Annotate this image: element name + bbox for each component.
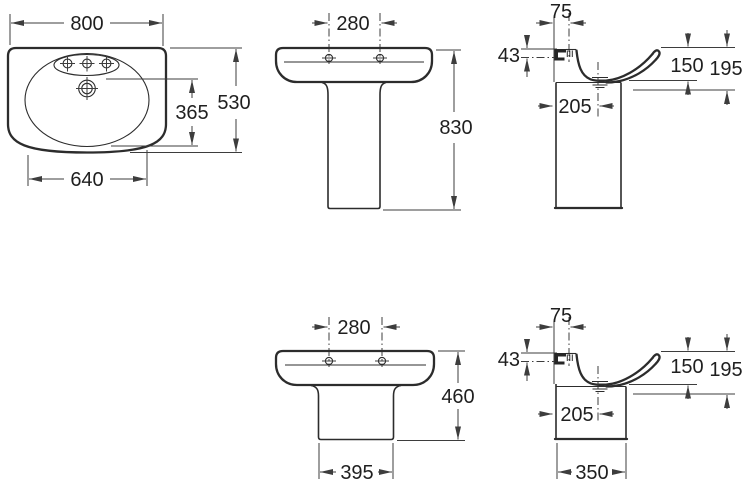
fixing-hole [373,53,387,63]
fixing-hole [322,356,336,366]
tap-hole [60,56,75,72]
bowl-profile-inner [575,353,654,387]
dim-depth-to-bowl: 150 [629,337,704,399]
dim-tap-centre-offset: 75 [536,1,586,26]
side-view-pedestal: 75 43 [498,1,743,210]
dim-height: 830 [383,49,473,211]
dim-label-overall-width: 800 [70,13,103,35]
dim-label-pedestal-width: 395 [340,462,373,484]
dim-overall-width: 800 [9,13,164,46]
drain-hole [76,77,98,100]
dim-overall-depth: 530 [130,47,251,153]
dim-label-tap-centres: 280 [336,13,369,35]
bowl-outline [24,52,150,148]
dim-label-drain-offset: 205 [558,96,591,118]
dim-label-depth-to-trap: 195 [709,359,742,381]
dim-label-depth-to-trap: 195 [709,58,742,80]
dim-label-tap-centres: 280 [337,317,370,339]
fixing-hole [375,356,389,366]
tap-hole [99,56,114,72]
tap-deck-outline [53,53,120,77]
dim-drain-offset: 205 [538,404,614,426]
dim-tap-centres: 280 [312,13,397,35]
bowl-profile-rim [605,49,661,84]
dim-tap-centres: 280 [312,317,400,339]
wall-bracket [554,353,566,365]
basin-front-outline [274,349,436,387]
dim-height: 460 [397,350,475,441]
front-view-pedestal: 280 830 [274,13,473,211]
dim-rim-height: 43 [498,35,558,77]
dim-depth-to-trap: 195 [633,334,743,409]
pedestal-outline [321,81,387,210]
dim-label-pedestal-depth: 350 [575,462,608,484]
dim-label-rim-height: 43 [498,349,520,371]
plan-view: 800 530 365 640 [6,13,251,191]
basin-outline [6,46,168,154]
pedestal-profile [553,81,624,210]
dim-rim-height: 43 [498,339,558,381]
dim-label-rim-height: 43 [498,45,520,67]
bowl-profile-rim [605,353,661,388]
front-view-semipedestal: 280 460 395 [274,317,475,484]
fixing-hole [322,53,336,63]
fixing-hole-hatch [566,354,573,361]
dim-bowl-depth: 365 [106,78,209,147]
semipedestal-outline [310,384,402,441]
dim-label-height: 460 [441,386,474,408]
dim-depth-to-bowl: 150 [629,33,704,95]
bowl-profile-inner [575,49,654,83]
dim-pedestal-width: 395 [318,443,394,484]
drain-trap-hatch [590,77,610,88]
dim-label-tap-centre-offset: 75 [550,1,572,23]
semipedestal-profile [553,384,629,441]
dim-label-height: 830 [439,117,472,139]
dim-label-bowl-depth: 365 [175,102,208,124]
dim-label-overall-depth: 530 [217,92,250,114]
dim-label-tap-centre-offset: 75 [550,305,572,327]
dim-label-depth-to-bowl: 150 [670,356,703,378]
dim-label-bowl-width: 640 [70,169,103,191]
fixing-hole-hatch [566,50,573,57]
wall-bracket [554,49,566,61]
tap-hole [79,56,95,72]
dim-drain-offset: 205 [538,96,614,118]
dim-pedestal-depth: 350 [556,443,627,484]
dim-bowl-width: 640 [27,150,148,191]
dim-label-depth-to-bowl: 150 [670,55,703,77]
side-view-semipedestal: 75 43 [498,305,743,484]
basin-front-outline [274,46,434,84]
dim-label-drain-offset: 205 [560,404,593,426]
dim-tap-centre-offset: 75 [536,305,586,330]
dim-depth-to-trap: 195 [633,30,743,105]
